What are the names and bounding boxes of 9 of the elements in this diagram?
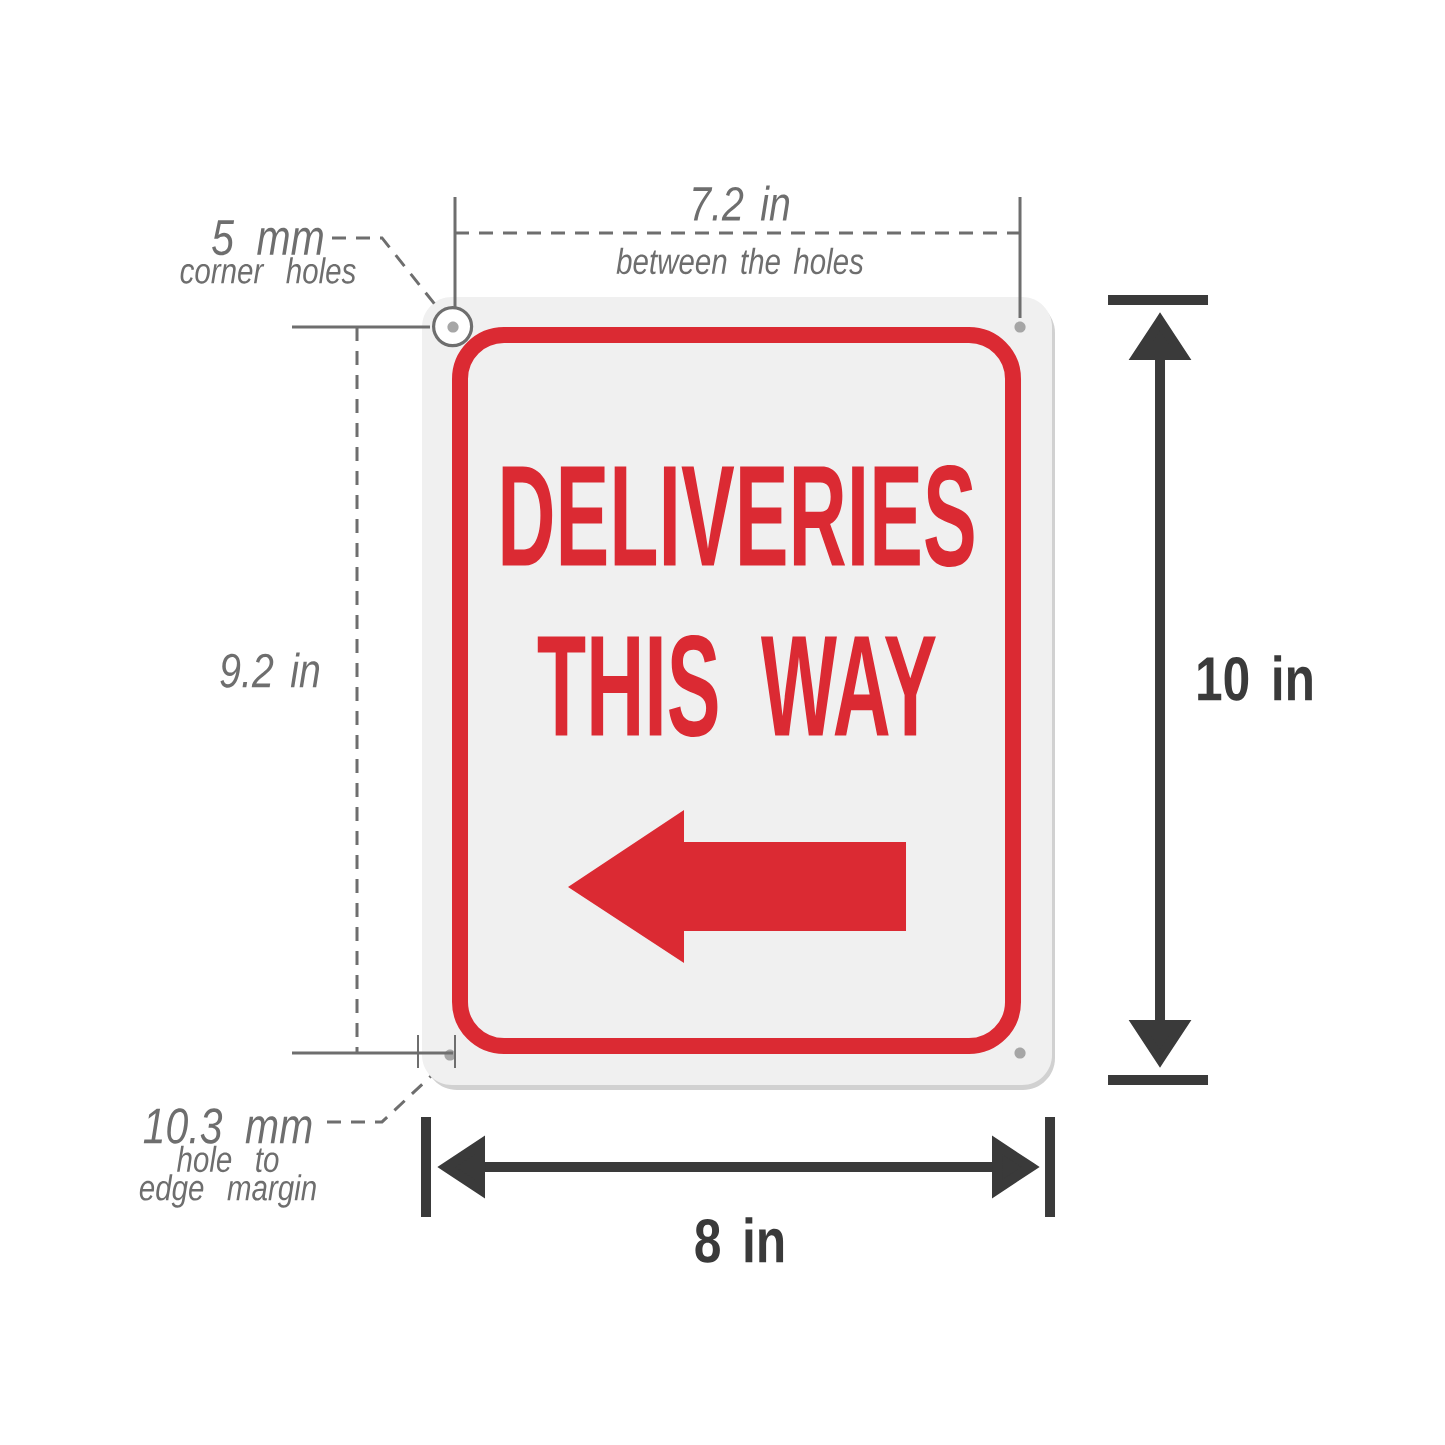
dimension-label: 8 in bbox=[695, 1217, 784, 1263]
dimension-label: between the holes bbox=[616, 247, 864, 275]
dimension-label: 9.2 in bbox=[220, 652, 320, 688]
dimension-label: 10.3 mm hole to edge margin bbox=[139, 1108, 316, 1208]
hole-marker bbox=[432, 306, 474, 348]
dimension-label: 7.2 in bbox=[693, 185, 790, 221]
dimension-label: 5 mm corner holes bbox=[180, 220, 356, 284]
dimension-label: 10 in bbox=[1198, 655, 1312, 701]
leader-line bbox=[327, 1075, 432, 1124]
